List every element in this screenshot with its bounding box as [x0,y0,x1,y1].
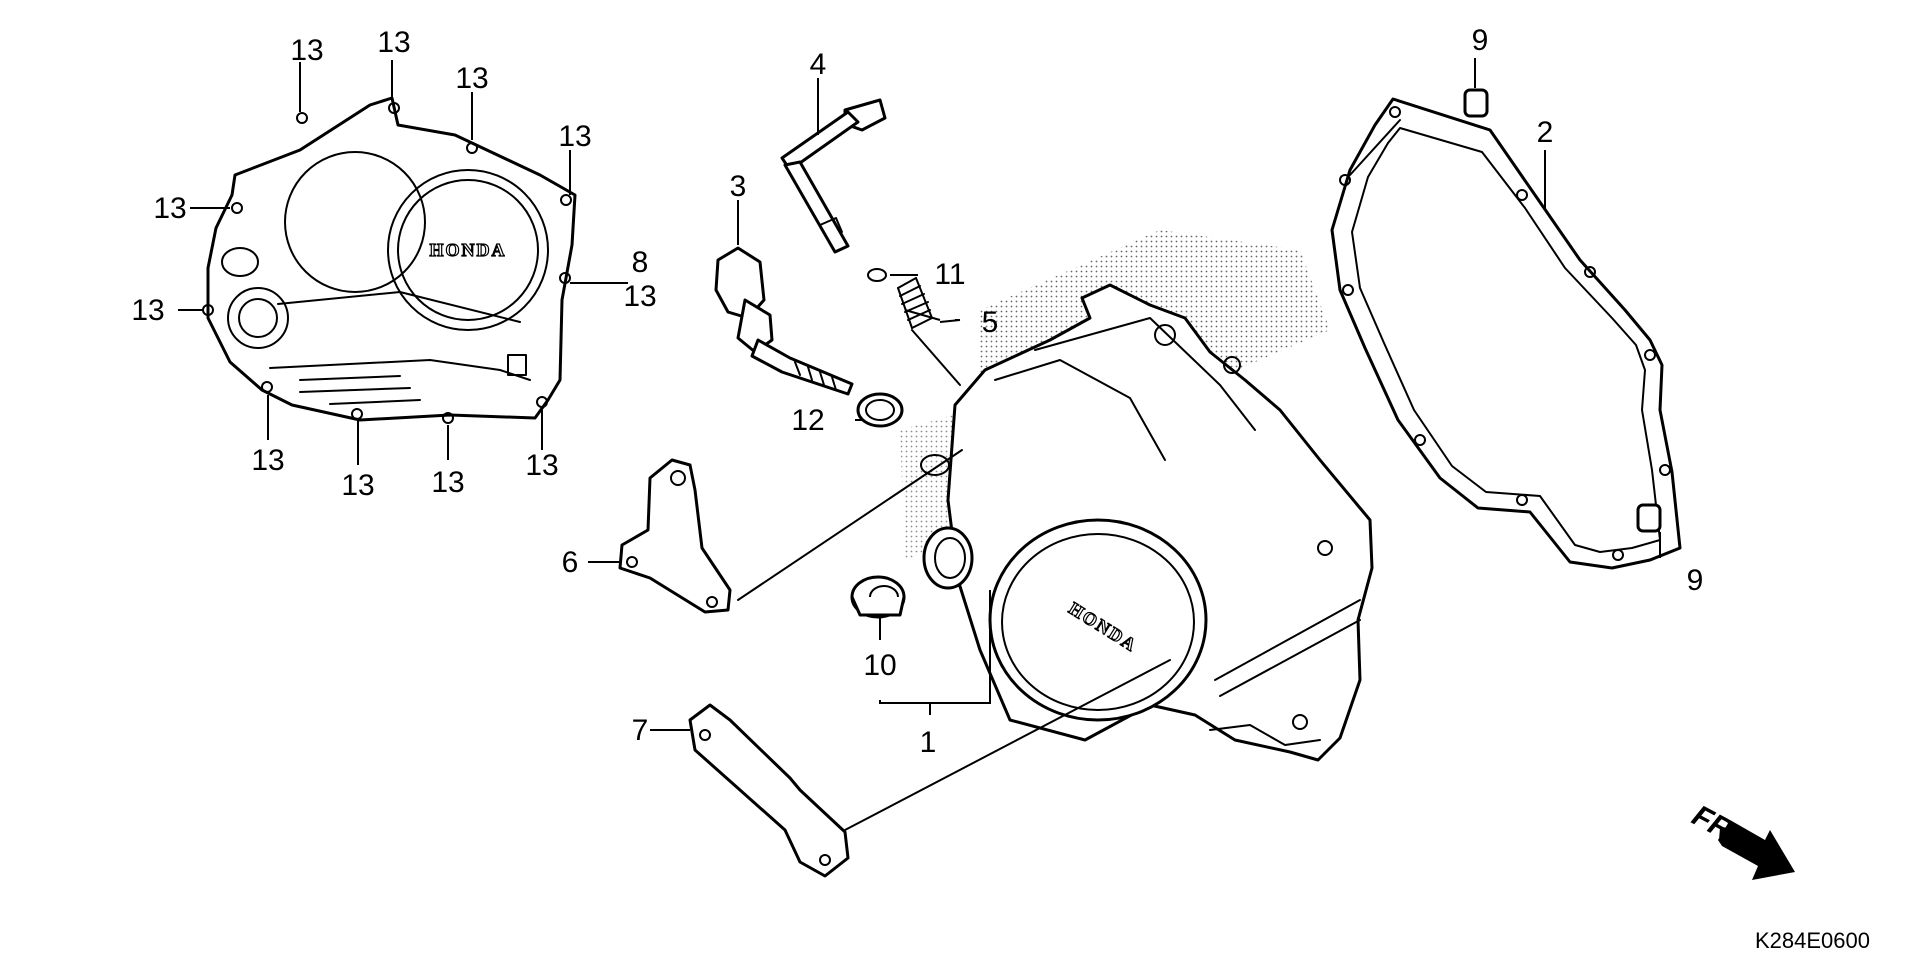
callout-13: 13 [525,449,558,482]
callout-7: 7 [632,714,649,747]
figure-code: K284E0600 [1755,928,1870,953]
front-direction-indicator: FR. [1687,799,1795,880]
oil-seal [850,575,906,619]
callout-13: 13 [153,192,186,225]
dowel-pin-upper [1463,88,1489,118]
callout-1: 1 [920,726,937,759]
cover-gasket [1330,97,1682,570]
callout-13: 13 [455,62,488,95]
bolt-holes [202,102,572,424]
leader-lines [178,58,1661,731]
callout-6: 6 [562,546,579,579]
callout-13: 13 [290,34,323,67]
return-spring [897,277,933,329]
callout-13: 13 [623,280,656,313]
right-crankcase-cover: HONDA [900,230,1374,762]
callout-13: 13 [251,444,284,477]
cover-logo-inset: HONDA [430,240,507,260]
fr-arrow-icon [1718,820,1795,880]
callout-4: 4 [810,48,827,81]
callout-11: 11 [934,258,965,291]
dowel-pin-lower [1636,503,1662,533]
cover-bracket [618,458,732,614]
o-ring [856,392,904,428]
alignment-lines [737,119,1401,831]
callout-13: 13 [558,120,591,153]
starter-spindle [780,98,887,254]
callout-2: 2 [1537,116,1554,149]
callout-13: 13 [341,469,374,502]
callout-12: 12 [791,404,824,437]
washer [867,268,887,282]
callout-10: 10 [863,649,896,682]
callout-9-upper: 9 [1472,24,1489,57]
callouts: 1 2 3 4 5 6 7 8 9 9 10 11 12 13 13 13 13… [131,24,1704,759]
callout-8: 8 [632,246,649,279]
callout-13: 13 [131,294,164,327]
callout-5: 5 [982,306,999,339]
callout-13: 13 [377,26,410,59]
callout-13: 13 [431,466,464,499]
outer-cover-inset: HONDA [202,96,577,424]
cover-plate [688,703,850,878]
callout-3: 3 [730,170,747,203]
callout-9-lower: 9 [1687,564,1704,597]
oil-dipstick [714,246,854,396]
